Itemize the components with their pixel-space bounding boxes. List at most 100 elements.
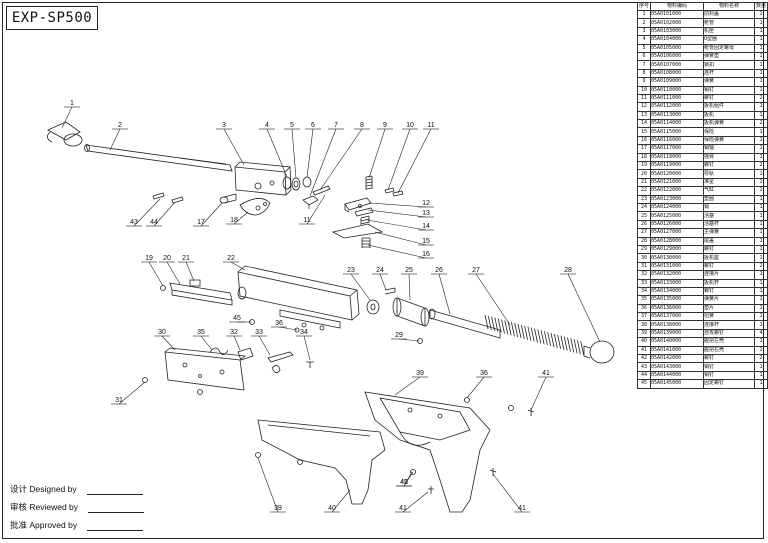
callout-number: 29 [395,332,403,339]
bom-cell-qty: 2 [754,261,768,272]
callout: 45 [229,315,252,323]
part-screw-45b [410,469,416,475]
bom-cell-no: 38 [637,320,651,330]
callout: 41 [492,473,530,513]
bom-cell-qty: 1 [754,51,768,62]
bom-header-name: 物料名称 [703,2,755,11]
callout-number: 8 [360,122,364,129]
spring-coil [534,328,538,343]
signature-line[interactable] [87,521,144,531]
bom-header-code: 物料编码 [650,2,704,11]
callout: 7 [309,122,344,197]
callout-leader [303,335,311,361]
callout-number: 26 [435,267,443,274]
callout-number: 41 [518,505,526,512]
callout: 10 [387,122,418,191]
bom-cell-name: 弹簧垫 [703,51,755,62]
spring-coil [544,331,548,346]
callout-number: 22 [227,255,235,262]
part-spring-9 [365,175,373,190]
part-trigger-spring [360,215,370,225]
callout-number: 4 [265,122,269,129]
bom-cell-name: 连杆 [703,68,755,79]
bom-cell-code: 05A0118000 [650,152,704,163]
bom-cell-qty: 1 [754,345,768,356]
bom-cell-no: 25 [637,211,651,221]
callout-leader [438,273,451,315]
part-cylinder [237,265,360,331]
part-front-cap [47,121,83,147]
bom-cell-name: 销轴 [703,144,755,154]
bom-cell-code: 05A0114000 [650,119,704,129]
part-latch [302,195,319,209]
callout: 20 [159,255,181,285]
callout: 45 [396,471,414,487]
callout-leader [379,273,387,291]
bom-cell-no: 31 [637,261,651,272]
bom-cell-qty: 1 [754,253,768,263]
bom-cell-qty: 1 [754,169,768,179]
bom-cell-code: 05A0109000 [650,77,704,87]
callout: 22 [223,255,246,271]
bom-cell-qty: 1 [754,43,768,53]
callout-number: 18 [230,217,238,224]
callout-leader [257,457,279,513]
callout-leader [258,335,271,356]
bom-cell-code: 05A0124000 [650,202,704,213]
part-screw-39a [464,397,470,403]
bom-cell-qty: 1 [754,379,768,389]
bom-cell-name: 枪管固定螺母 [703,43,755,53]
bom-cell-no: 40 [637,337,651,347]
bom-cell-code: 05A0113000 [650,110,704,121]
bom-cell-code: 05A0131000 [650,261,704,272]
spring-coil [537,329,542,344]
callout-leader [133,198,161,227]
callout-leader [166,261,181,285]
bom-cell-name: 螺钉 [703,93,755,104]
callout: 41 [395,491,429,513]
bom-cell-no: 41 [637,345,651,356]
callout-number: 2 [118,122,122,129]
callout: 9 [368,122,393,179]
callout-number: 25 [405,267,413,274]
bom-cell-name: 连接片 [703,270,755,280]
callout-number: 45 [233,315,241,322]
bom-cell-code: 05A0106000 [650,51,704,62]
callout-number: 35 [197,329,205,336]
callout-leader [402,491,429,513]
bom-cell-no: 35 [637,295,651,305]
bom-cell-qty: 1 [754,144,768,154]
bom-cell-name: 气缸 [703,186,755,196]
callout-number: 21 [182,255,190,262]
drawing-title: EXP-SP500 [6,6,98,30]
part-leaf-spring [209,347,229,355]
bom-cell-qty: 1 [754,68,768,79]
part-o-rings [282,176,312,191]
signature-line[interactable] [86,485,143,495]
bom-cell-code: 05A0117000 [650,144,704,154]
part-rail [169,282,233,306]
bom-cell-code: 05A0145000 [650,379,704,389]
callout-leader [278,326,298,331]
signature-label: 审核 Reviewed by [10,502,79,512]
spring-coil [530,327,535,342]
callout-number: 1 [70,100,74,107]
bom-cell-qty: 1 [754,186,768,196]
callout-number: 43 [130,219,138,226]
callout-leader [475,273,511,326]
bom-cell-qty: 1 [754,110,768,121]
bom-cell-code: 05A0127000 [650,228,704,238]
signature-line[interactable] [88,503,145,513]
callout-leader [367,209,427,218]
